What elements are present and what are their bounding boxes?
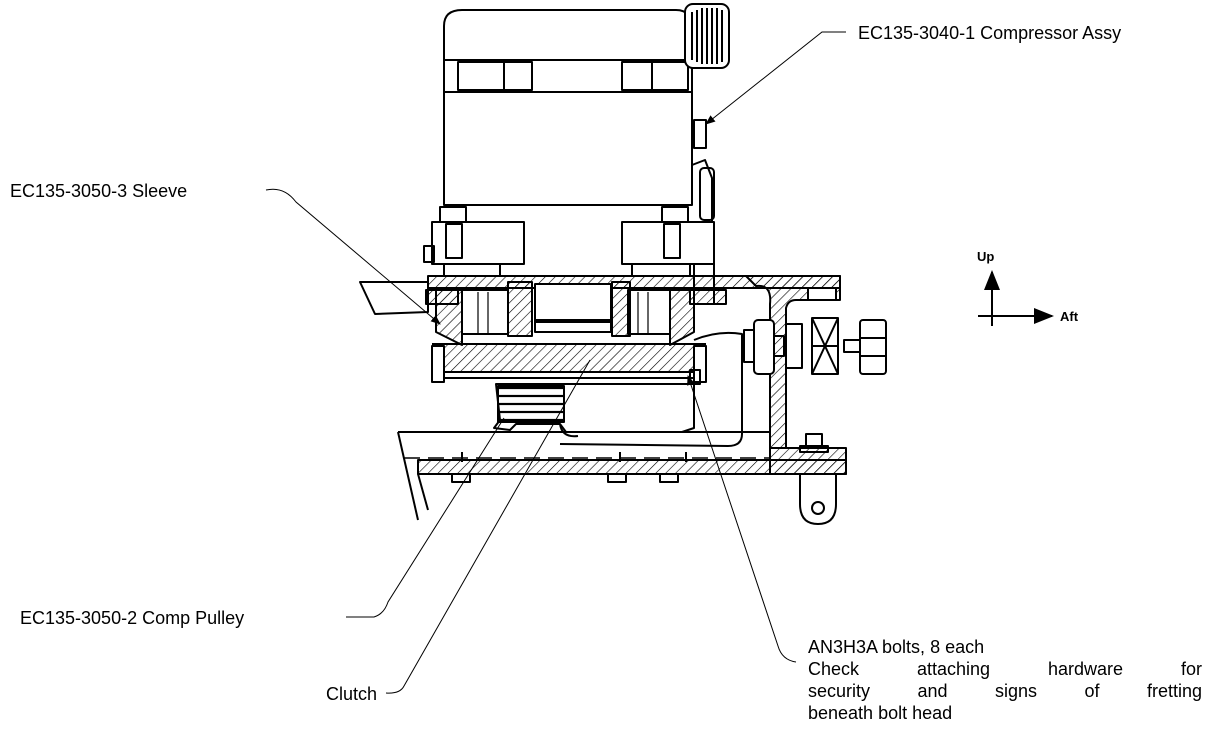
lower-support-frame — [397, 431, 847, 525]
compressor-assy-label: EC135-3040-1 Compressor Assy — [858, 23, 1122, 43]
bolts-note-line-3: security and signs of fretting — [808, 681, 1202, 701]
orientation-indicator — [978, 270, 1054, 326]
tensioner-bolt — [743, 317, 887, 375]
clutch-leader — [385, 359, 591, 694]
compressor-leader — [705, 31, 846, 125]
bearing-housing — [435, 281, 695, 346]
up-direction-label: Up — [977, 249, 995, 264]
drive-belt — [559, 331, 743, 447]
sleeve-leader — [265, 188, 441, 325]
comp-pulley-label: EC135-3050-2 Comp Pulley — [20, 608, 245, 628]
compressor-pulley — [493, 383, 695, 438]
bolts-note-line-4: beneath bolt head — [808, 703, 953, 723]
clutch-disc — [431, 343, 707, 385]
aft-direction-label: Aft — [1060, 309, 1079, 324]
leader-lines — [265, 31, 846, 694]
bolts-note-line-1: AN3H3A bolts, 8 each — [808, 637, 985, 657]
sleeve-label: EC135-3050-3 Sleeve — [10, 181, 188, 201]
compressor-mount-feet — [423, 206, 715, 276]
bolts-note-line-2: Check attaching hardware for — [808, 659, 1202, 679]
pulley-leader — [346, 417, 505, 618]
bolts-note: AN3H3A bolts, 8 each Check attaching har… — [808, 636, 1202, 724]
side-bracket — [745, 275, 841, 449]
compressor-body — [443, 9, 715, 305]
clutch-label: Clutch — [326, 684, 378, 704]
bolts-leader — [687, 375, 797, 663]
hose-fitting — [684, 3, 730, 69]
